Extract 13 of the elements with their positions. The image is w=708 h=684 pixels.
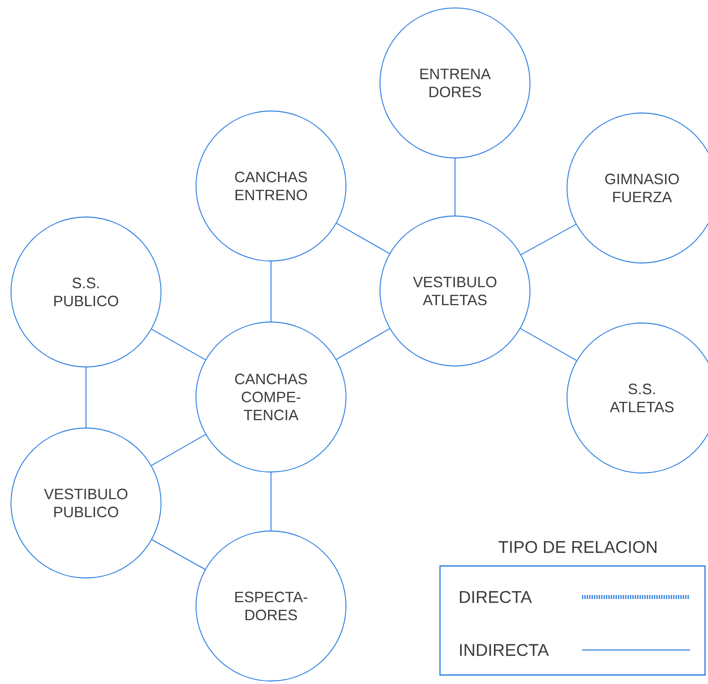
connector-line [270, 261, 272, 322]
connector-line [520, 328, 577, 361]
connector-line [270, 472, 272, 531]
connector-line [336, 222, 390, 254]
connector-line [151, 434, 206, 466]
legend-title: TIPO DE RELACION [498, 540, 656, 554]
legend-label: INDIRECTA [460, 644, 549, 656]
connector-line [454, 158, 456, 216]
connector-line [151, 539, 206, 570]
legend-label: DIRECTA [460, 590, 532, 604]
connector-line [336, 328, 390, 360]
connector-line [520, 224, 576, 256]
connector-line [151, 328, 206, 360]
